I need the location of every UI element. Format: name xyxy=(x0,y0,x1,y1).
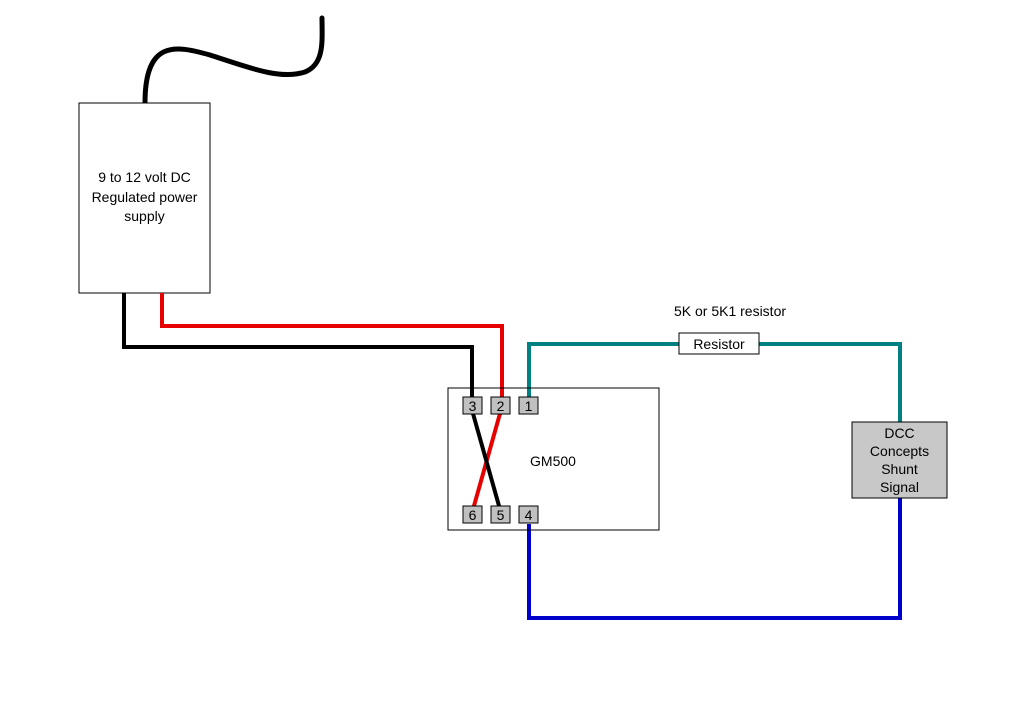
terminal-5: 5 xyxy=(490,505,511,524)
black-wire xyxy=(122,293,474,405)
teal-wire xyxy=(527,342,902,422)
resistor-box xyxy=(678,332,760,355)
black-wire-cross xyxy=(470,409,503,514)
power-supply-box xyxy=(78,102,211,294)
resistor-caption: 5K or 5K1 resistor xyxy=(674,303,786,319)
power-supply-label-line2: Regulated power xyxy=(92,189,198,205)
terminal-1-label: 1 xyxy=(525,398,533,414)
terminal-1: 1 xyxy=(518,396,539,415)
shunt-signal-label-line4: Signal xyxy=(880,479,919,495)
power-supply-label-line3: supply xyxy=(124,208,164,224)
terminal-4: 4 xyxy=(518,505,539,524)
shunt-signal-label-line2: Concepts xyxy=(870,443,929,459)
mains-cable xyxy=(142,15,325,106)
blue-wire xyxy=(527,498,902,620)
resistor-label: Resistor xyxy=(693,336,745,352)
terminal-5-label: 5 xyxy=(497,507,505,523)
red-wire xyxy=(160,293,504,405)
terminal-4-label: 4 xyxy=(525,507,533,523)
terminal-6: 6 xyxy=(462,505,483,524)
gm500-box xyxy=(447,387,660,531)
power-supply-label-line1: 9 to 12 volt DC xyxy=(98,169,191,185)
terminal-6-label: 6 xyxy=(469,507,477,523)
shunt-signal-label-line3: Shunt xyxy=(881,461,918,477)
terminal-3-label: 3 xyxy=(469,398,477,414)
terminal-2-label: 2 xyxy=(497,398,505,414)
shunt-signal-box xyxy=(851,421,948,499)
shunt-signal-label-line1: DCC xyxy=(884,425,914,441)
gm500-label: GM500 xyxy=(530,453,576,469)
terminal-2: 2 xyxy=(490,396,511,415)
terminal-3: 3 xyxy=(462,396,483,415)
